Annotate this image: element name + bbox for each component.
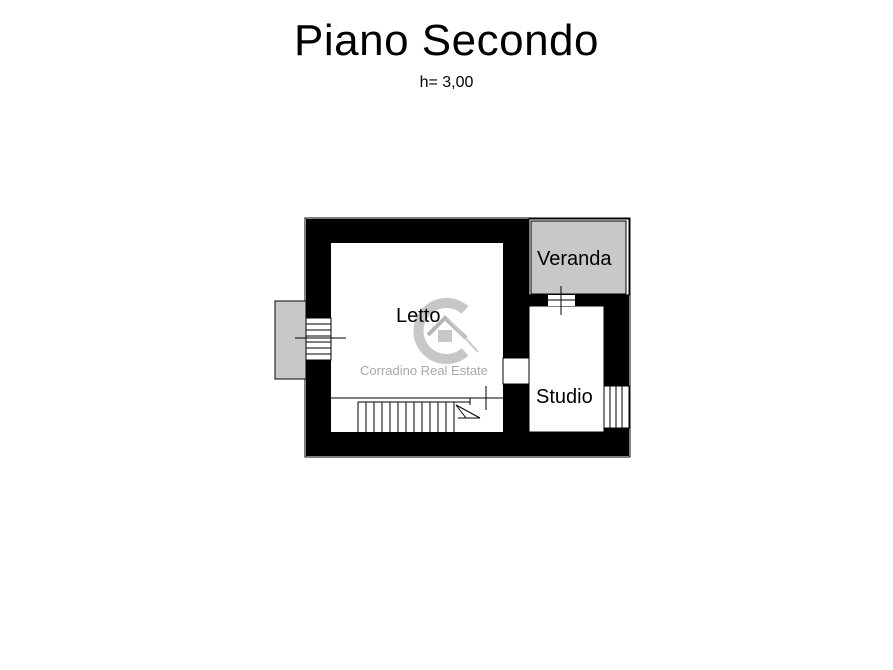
left-balcony — [274, 300, 307, 380]
watermark-logo — [413, 298, 479, 364]
staircase — [357, 386, 501, 432]
walls — [306, 219, 629, 456]
room-label-veranda: Veranda — [537, 248, 612, 270]
room-label-letto: Letto — [396, 305, 440, 327]
veranda-floor — [530, 220, 627, 295]
stair-corridor — [331, 398, 503, 432]
door-letto-studio — [502, 357, 530, 385]
room-studio — [528, 305, 605, 433]
plan-title: Piano Secondo — [294, 16, 599, 65]
left-window — [295, 317, 346, 361]
watermark-text: Corradino Real Estate — [360, 363, 488, 378]
ceiling-height-label: h= 3,00 — [419, 74, 474, 91]
right-window — [603, 385, 630, 429]
room-label-studio: Studio — [536, 386, 593, 408]
